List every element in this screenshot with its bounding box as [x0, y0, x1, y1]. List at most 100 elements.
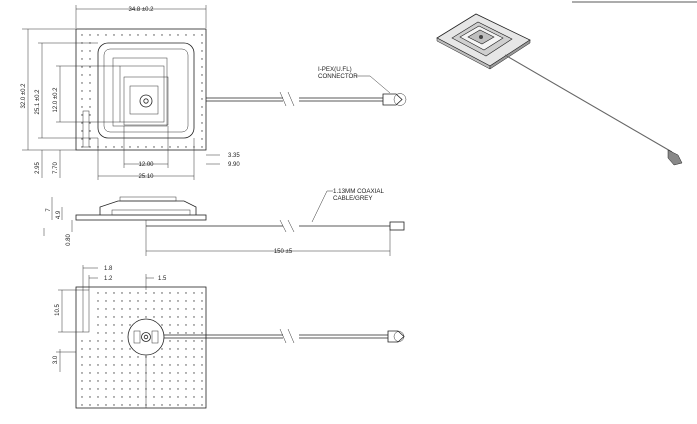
grid-dot [193, 308, 195, 310]
grid-dot [105, 146, 107, 148]
side-view-break-mark [279, 219, 295, 233]
grid-dot [177, 332, 179, 334]
bottom-view-slot [82, 289, 90, 333]
grid-dot [193, 356, 195, 358]
grid-dot [169, 372, 171, 374]
bottom-view-feed-pin [143, 334, 149, 340]
grid-dot [193, 388, 195, 390]
grid-dot [177, 404, 179, 406]
grid-dot [145, 146, 147, 148]
grid-dot [113, 340, 115, 342]
grid-dot [113, 292, 115, 294]
grid-dot [81, 90, 83, 92]
grid-dot [201, 122, 203, 124]
grid-dot [185, 340, 187, 342]
grid-dot [177, 340, 179, 342]
top-view-patch-frame [112, 57, 168, 127]
grid-dot [177, 34, 179, 36]
dim-cable-length-label: 150 ±5 [274, 249, 293, 255]
grid-dot [129, 324, 131, 326]
grid-dot [81, 388, 83, 390]
grid-dot [121, 292, 123, 294]
grid-dot [201, 42, 203, 44]
grid-dot [97, 404, 99, 406]
grid-dot [169, 340, 171, 342]
bottom-view-connector-ring [393, 331, 405, 342]
grid-dot [161, 404, 163, 406]
grid-dot [193, 316, 195, 318]
grid-dot [129, 34, 131, 36]
grid-dot [121, 356, 123, 358]
dim-slot-inner-label: 1.2 [104, 276, 113, 282]
grid-dot [105, 364, 107, 366]
grid-dot [81, 58, 83, 60]
grid-dot [129, 300, 131, 302]
grid-dot [169, 324, 171, 326]
grid-dot [89, 58, 91, 60]
top-view-patch-frame-2 [119, 65, 165, 123]
grid-dot [201, 90, 203, 92]
grid-dot [201, 364, 203, 366]
grid-dot [105, 380, 107, 382]
grid-dot [185, 388, 187, 390]
grid-dot [81, 82, 83, 84]
grid-dot [81, 50, 83, 52]
grid-dot [105, 332, 107, 334]
grid-dot [81, 66, 83, 68]
grid-dot [137, 316, 139, 318]
grid-dot [185, 380, 187, 382]
grid-dot [129, 292, 131, 294]
grid-dot [129, 404, 131, 406]
grid-dot [81, 356, 83, 358]
grid-dot [201, 324, 203, 326]
grid-dot [153, 316, 155, 318]
grid-dot [129, 308, 131, 310]
grid-dot [97, 372, 99, 374]
grid-dot [81, 340, 83, 342]
grid-dot [161, 324, 163, 326]
grid-dot [185, 356, 187, 358]
grid-dot [161, 292, 163, 294]
grid-dot [97, 364, 99, 366]
top-view-patch [123, 76, 169, 126]
grid-dot [89, 340, 91, 342]
grid-dot [161, 396, 163, 398]
grid-dot [161, 356, 163, 358]
grid-dot [169, 348, 171, 350]
grid-dot [201, 34, 203, 36]
grid-dot [193, 364, 195, 366]
side-view: 7 4.9 0.80 150 ±5 [43, 196, 405, 256]
grid-dot [81, 396, 83, 398]
grid-dot [89, 348, 91, 350]
grid-dot [193, 324, 195, 326]
bottom-view-pad-right [151, 330, 159, 344]
grid-dot [105, 300, 107, 302]
grid-dot [129, 364, 131, 366]
grid-dot [113, 404, 115, 406]
grid-dot [201, 372, 203, 374]
grid-dot [121, 146, 123, 148]
iso-connector [667, 149, 683, 166]
grid-dot [201, 396, 203, 398]
grid-dot [89, 82, 91, 84]
top-view-dot-grid [81, 34, 203, 148]
grid-dot [161, 308, 163, 310]
grid-dot [193, 404, 195, 406]
grid-dot [105, 316, 107, 318]
grid-dot [153, 292, 155, 294]
grid-dot [89, 90, 91, 92]
grid-dot [193, 292, 195, 294]
grid-dot [105, 396, 107, 398]
grid-dot [121, 340, 123, 342]
dim-c-label: 3.35 [228, 153, 240, 159]
grid-dot [201, 356, 203, 358]
grid-dot [161, 300, 163, 302]
top-view: 34.8 ±0.2 32.0 ±0.2 25.1 ±0.2 12.0 ±0.2 … [21, 5, 407, 180]
grid-dot [177, 316, 179, 318]
grid-dot [185, 364, 187, 366]
grid-dot [201, 404, 203, 406]
cable-label-line2: CABLE/GREY [333, 195, 373, 202]
grid-dot [193, 332, 195, 334]
grid-dot [137, 404, 139, 406]
grid-dot [145, 34, 147, 36]
